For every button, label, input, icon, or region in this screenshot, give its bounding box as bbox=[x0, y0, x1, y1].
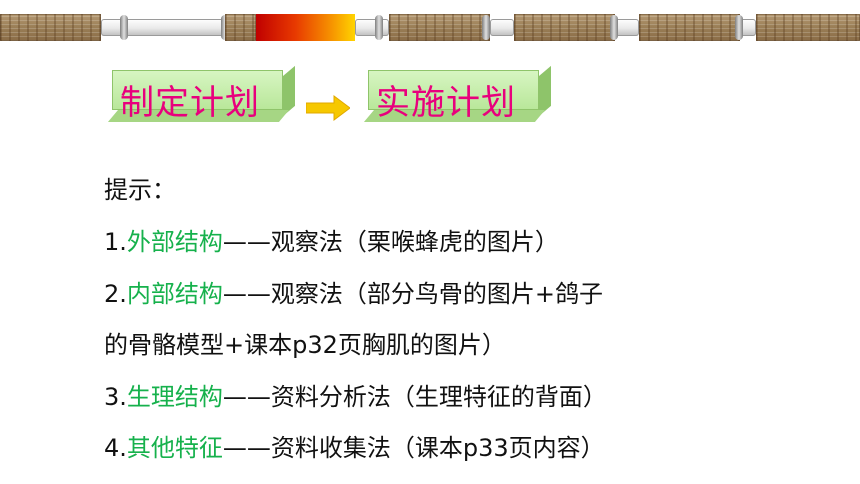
hint-item-key: 外部结构 bbox=[126, 228, 223, 256]
hint-title: 提示： bbox=[104, 176, 176, 204]
pipe-segment bbox=[490, 19, 514, 36]
hint-item-key: 生理结构 bbox=[126, 383, 223, 411]
wood-plank bbox=[225, 14, 256, 41]
wood-plank bbox=[639, 14, 740, 41]
hint-item-text: ——观察法（栗喉蜂虎的图片） bbox=[222, 228, 559, 256]
pipe-joint bbox=[482, 15, 490, 40]
pipe-joint bbox=[120, 15, 128, 40]
hint-item-2: 2.内部结构——观察法（部分鸟骨的图片+鸽子 bbox=[104, 274, 603, 309]
heat-gradient-segment bbox=[256, 14, 355, 41]
hint-item-4: 4.其他特征——资料收集法（课本p33页内容） bbox=[104, 428, 605, 463]
hint-item-1: 1.外部结构——观察法（栗喉蜂虎的图片） bbox=[104, 222, 559, 257]
wood-plank bbox=[389, 14, 490, 41]
pipe-joint bbox=[610, 15, 618, 40]
pipe-joint bbox=[375, 15, 383, 40]
hint-item-key: 其他特征 bbox=[126, 434, 223, 462]
pipe-joint bbox=[735, 15, 743, 40]
hint-item-text: ——观察法（部分鸟骨的图片+鸽子 bbox=[222, 280, 604, 308]
pipe-segment bbox=[615, 19, 639, 36]
hint-item-number: 1. bbox=[104, 228, 127, 256]
step-box-face bbox=[368, 70, 539, 110]
hint-item-number: 2. bbox=[104, 280, 127, 308]
step-box-side bbox=[539, 65, 551, 116]
wood-plank bbox=[514, 14, 615, 41]
step-label-do-plan: 实施计划 bbox=[376, 83, 516, 123]
pipe-segment bbox=[101, 19, 225, 36]
wood-plank bbox=[0, 14, 101, 41]
wood-plank bbox=[756, 14, 860, 41]
pipe-segment bbox=[740, 19, 756, 36]
hint-item-2-continued: 的骨骼模型+课本p32页胸肌的图片） bbox=[104, 331, 506, 359]
step-label-make-plan: 制定计划 bbox=[120, 83, 260, 123]
step-box-face bbox=[112, 70, 283, 110]
step-box-make-plan: 制定计划 bbox=[107, 65, 295, 123]
right-arrow-icon bbox=[306, 95, 350, 121]
step-box-do-plan: 实施计划 bbox=[363, 65, 551, 123]
hint-item-text: ——资料分析法（生理特征的背面） bbox=[222, 383, 607, 411]
hint-item-3: 3.生理结构——资料分析法（生理特征的背面） bbox=[104, 377, 607, 412]
hint-item-key: 内部结构 bbox=[126, 280, 223, 308]
hint-item-number: 3. bbox=[104, 383, 127, 411]
hint-item-text: ——资料收集法（课本p33页内容） bbox=[222, 434, 605, 462]
pipe-segment bbox=[355, 19, 389, 36]
decorative-top-bar bbox=[0, 0, 860, 44]
step-box-side bbox=[283, 65, 295, 116]
hint-item-number: 4. bbox=[104, 434, 127, 462]
